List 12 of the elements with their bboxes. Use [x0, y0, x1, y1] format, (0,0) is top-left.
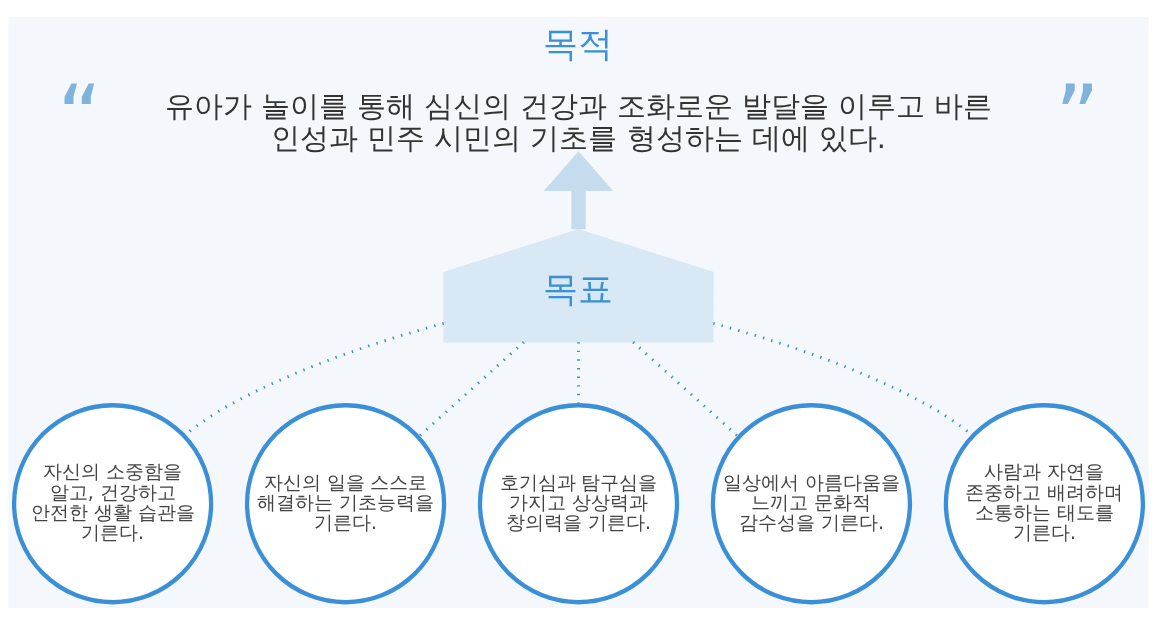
- label: “: [57, 66, 102, 167]
- node-circle: 일상에서 아름다움을 느끼고 문화적 감수성을 기른다.: [710, 403, 913, 605]
- node-circle: 사람과 자연을 존중하고 배려하며 소통하는 태도를 기른다.: [943, 403, 1146, 605]
- node-circle: 자신의 일을 스스로 해결하는 기초능력을 기른다.: [244, 403, 447, 605]
- node-circle: 자신의 소중함을 알고, 건강하고 안전한 생활 습관을 기른다.: [11, 403, 214, 605]
- node-text: 유아가 놀이를 통해 심신의 건강과 조화로운 발달을 이루고 바른 인성과 민주 시민의 기초를 형성하는 데에 있다.: [164, 89, 993, 155]
- connector: [417, 341, 525, 438]
- label: ”: [1055, 66, 1100, 167]
- node-circle: 호기심과 탐구심을 가지고 상상력과 창의력을 기른다.: [477, 403, 680, 605]
- arrow: [543, 151, 614, 230]
- connector: [632, 341, 740, 438]
- diagram-title: 목적: [543, 24, 614, 65]
